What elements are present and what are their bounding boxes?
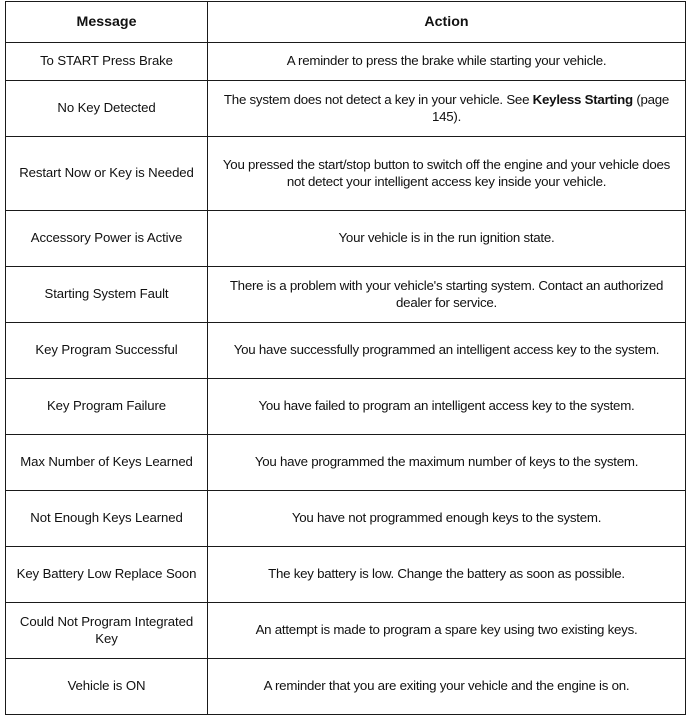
cell-action: An attempt is made to program a spare ke… [207, 602, 686, 659]
cell-message: Key Battery Low Replace Soon [5, 546, 208, 603]
cell-message: To START Press Brake [5, 42, 208, 81]
cell-message: Key Program Successful [5, 322, 208, 379]
table-header-row: Message Action [5, 1, 686, 43]
action-cross-reference: Keyless Starting [532, 91, 633, 107]
cell-action: Your vehicle is in the run ignition stat… [207, 210, 686, 267]
cell-action: A reminder to press the brake while star… [207, 42, 686, 81]
action-text-pre: The system does not detect a key in your… [223, 91, 533, 107]
cell-action: You have programmed the maximum number o… [207, 434, 686, 491]
cell-message: No Key Detected [5, 80, 208, 137]
cell-action: You have failed to program an intelligen… [207, 378, 686, 435]
cell-message: Max Number of Keys Learned [5, 434, 208, 491]
cell-message: Not Enough Keys Learned [5, 490, 208, 547]
cell-message: Accessory Power is Active [5, 210, 208, 267]
cell-action: A reminder that you are exiting your veh… [207, 658, 686, 715]
cell-message: Key Program Failure [5, 378, 208, 435]
cell-action: There is a problem with your vehicle's s… [207, 266, 686, 323]
cell-action: The key battery is low. Change the batte… [207, 546, 686, 603]
cell-action: The system does not detect a key in your… [207, 80, 686, 137]
cell-message: Starting System Fault [5, 266, 208, 323]
cell-action: You pressed the start/stop button to swi… [207, 136, 686, 211]
column-header-action: Action [207, 1, 686, 43]
cell-message: Could Not Program Integrated Key [5, 602, 208, 659]
column-header-message: Message [5, 1, 208, 43]
cell-action: You have not programmed enough keys to t… [207, 490, 686, 547]
table-header: Message Action [5, 1, 686, 43]
cell-message: Vehicle is ON [5, 658, 208, 715]
cell-message: Restart Now or Key is Needed [5, 136, 208, 211]
table-row: No Key Detected The system does not detec… [5, 80, 686, 137]
action-text-post: (page 145). [431, 91, 670, 124]
cell-action: You have successfully programmed an inte… [207, 322, 686, 379]
